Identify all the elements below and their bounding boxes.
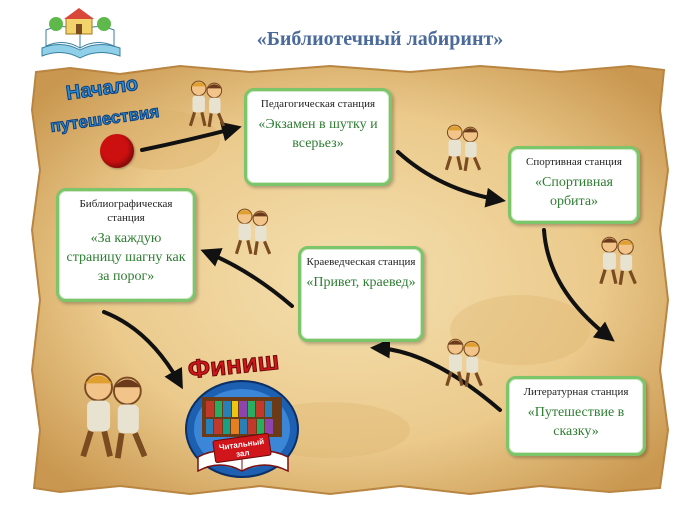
arrow-start-to-pedagogical [140,121,242,152]
arrow-sport-to-literary [542,228,615,342]
arrow-literary-to-local [370,338,502,412]
arrow-bibliographic-to-finish [102,310,183,390]
bookshelf-icon [202,397,282,437]
station-sport[interactable]: Спортивная станция «Спортивная орбита» [508,146,640,224]
station-local-history[interactable]: Краеведческая станция «Привет, краевед» [298,246,424,342]
book-logo-icon [41,8,121,59]
station-name: «За каждую страницу шагну как за порог» [66,231,186,284]
station-name: «Спортивная орбита» [534,175,613,209]
station-name: «Привет, краевед» [306,275,416,290]
kids-walking-icon [599,236,637,286]
station-label: Краеведческая станция [306,256,416,268]
station-literary[interactable]: Литературная станция «Путешествие в сказ… [506,376,646,456]
station-bibliographic[interactable]: Библиографическая станция «За каждую стр… [56,188,196,302]
station-label: Педагогическая станция [260,98,376,110]
kids-walking-icon [234,208,272,256]
arrow-local-to-bibliographic [200,248,294,308]
station-label: Спортивная станция [526,156,622,168]
finish-library-badge: Финиш Читальный зал [185,345,299,478]
station-name: «Экзамен в шутку и всерьез» [258,117,378,151]
kids-walking-icon [445,338,483,388]
station-pedagogical[interactable]: Педагогическая станция «Экзамен в шутку … [244,88,392,186]
station-name: «Путешествие в сказку» [527,405,625,439]
kids-walking-icon [444,124,482,172]
kids-walking-icon [188,80,226,128]
library-sign-line2: зал [236,448,251,459]
station-label: Библиографическая станция [79,198,173,224]
kids-walking-icon [80,372,148,459]
page-title: «Библиотечный лабиринт» [256,28,504,50]
finish-label: Финиш [186,345,280,384]
start-point-dot [100,134,134,168]
station-label: Литературная станция [523,386,629,398]
arrow-pedagogical-to-sport [396,150,506,208]
start-label: Начало путешествия [49,72,161,136]
